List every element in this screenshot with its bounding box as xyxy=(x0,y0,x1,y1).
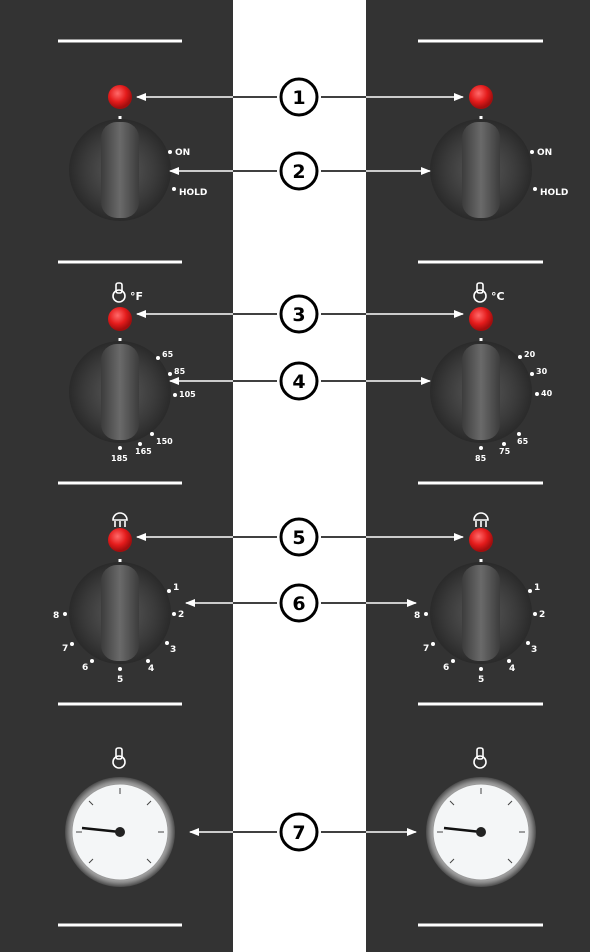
callout-number: 1 xyxy=(292,87,305,109)
callout-number: 7 xyxy=(292,822,305,844)
callout-badge: 1 xyxy=(279,77,319,117)
program-scale-label: 8 xyxy=(53,611,59,621)
switch-label-hold: HOLD xyxy=(540,188,568,198)
celsius-scale-label: 65 xyxy=(517,437,529,446)
switch-label-hold: HOLD xyxy=(179,188,207,198)
fahrenheit-scale-label: 165 xyxy=(135,447,152,456)
callout-number: 3 xyxy=(292,304,305,326)
callout-number: 2 xyxy=(292,161,305,183)
switch-label-on: ON xyxy=(175,148,190,158)
shower-program-knob[interactable] xyxy=(69,562,171,664)
celsius-scale-label: 75 xyxy=(499,447,511,456)
thermometer-bulb-icon xyxy=(473,282,487,303)
celsius-scale-label: 30 xyxy=(536,367,548,376)
shower-head-icon xyxy=(473,512,489,527)
temperature-control-knob[interactable] xyxy=(69,341,171,443)
program-scale-label: 6 xyxy=(82,663,88,673)
program-scale-label: 3 xyxy=(170,645,176,655)
indicator-lamp xyxy=(108,85,132,109)
program-scale-label: 4 xyxy=(509,664,515,674)
program-scale-label: 8 xyxy=(414,611,420,621)
celsius-scale-label: 40 xyxy=(541,389,553,398)
fahrenheit-scale-label: 185 xyxy=(111,454,128,463)
on-hold-switch-knob[interactable] xyxy=(69,119,171,221)
fahrenheit-scale-label: 65 xyxy=(162,350,174,359)
program-scale-label: 5 xyxy=(117,675,123,685)
thermometer-bulb-icon xyxy=(112,747,126,769)
shower-head-icon xyxy=(112,512,128,527)
callout-badge: 5 xyxy=(279,517,319,557)
shower-indicator-lamp xyxy=(108,528,132,552)
temperature-control-knob[interactable] xyxy=(430,341,532,443)
program-scale-label: 3 xyxy=(531,645,537,655)
fahrenheit-scale-label: 105 xyxy=(179,390,196,399)
dividers xyxy=(58,39,543,927)
program-scale-label: 7 xyxy=(62,644,68,654)
on-hold-switch-knob[interactable] xyxy=(430,119,532,221)
celsius-scale-label: 85 xyxy=(475,454,487,463)
program-scale-label: 2 xyxy=(539,610,545,620)
program-scale-label: 6 xyxy=(443,663,449,673)
callout-number: 6 xyxy=(292,593,305,615)
program-scale-label: 5 xyxy=(478,675,484,685)
indicator-lamp xyxy=(469,85,493,109)
callout-number: 4 xyxy=(292,371,305,393)
callout-badge: 4 xyxy=(279,361,319,401)
shower-program-knob[interactable] xyxy=(430,562,532,664)
shower-indicator-lamp xyxy=(469,528,493,552)
callout-badge: 2 xyxy=(279,151,319,191)
program-scale-label: 1 xyxy=(534,583,540,593)
callout-badge: 6 xyxy=(279,583,319,623)
callout-arrows-dark xyxy=(233,96,366,833)
fahrenheit-scale-label: 85 xyxy=(174,367,186,376)
temperature-unit-celsius: °C xyxy=(491,290,505,303)
switch-label-on: ON xyxy=(537,148,552,158)
callout-badge: 3 xyxy=(279,294,319,334)
temperature-gauge xyxy=(426,777,536,887)
temperature-unit-fahrenheit: °F xyxy=(130,290,143,303)
temperature-gauge xyxy=(65,777,175,887)
temperature-indicator-lamp xyxy=(108,307,132,331)
callout-badge: 7 xyxy=(279,812,319,852)
program-scale-label: 7 xyxy=(423,644,429,654)
callout-number: 5 xyxy=(292,527,305,549)
program-scale-label: 2 xyxy=(178,610,184,620)
fahrenheit-scale-label: 150 xyxy=(156,437,173,446)
celsius-scale-label: 20 xyxy=(524,350,536,359)
program-scale-label: 1 xyxy=(173,583,179,593)
thermometer-bulb-icon xyxy=(473,747,487,769)
thermometer-bulb-icon xyxy=(112,282,126,303)
program-scale-label: 4 xyxy=(148,664,154,674)
temperature-indicator-lamp xyxy=(469,307,493,331)
